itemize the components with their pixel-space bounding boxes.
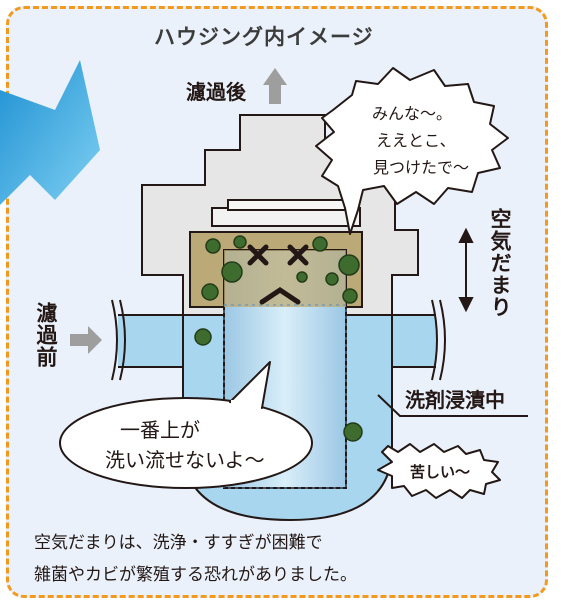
air-pocket-label: 空気だまり (488, 208, 512, 318)
after-filter-label: 濾過後 (186, 80, 246, 104)
detergent-leader-line (377, 394, 528, 417)
flow-arrows (70, 68, 287, 354)
speech-bubble-found (315, 67, 509, 235)
found-it-line-2: ええとこ、 (376, 131, 456, 150)
diagram-title: ハウジング内イメージ (154, 25, 374, 49)
before-filter-label: 濾過前 (34, 302, 58, 368)
painful-text: 苦しい～ (410, 463, 471, 481)
air-pocket-range-arrow (458, 227, 474, 313)
cannot-wash-line-1: 一番上が (120, 418, 200, 442)
found-it-line-1: みんな～。 (372, 104, 453, 123)
found-it-line-3: 見つけたで～ (373, 158, 470, 177)
detergent-soak-label: 洗剤浸漬中 (405, 388, 505, 412)
cannot-wash-line-2: 洗い流せないよ～ (105, 448, 265, 472)
caption-line-2: 雑菌やカビが繁殖する恐れがありました。 (34, 565, 357, 585)
right-arrow-icon (70, 326, 102, 354)
sad-face-icon (247, 244, 309, 305)
big-arrow-icon (0, 60, 100, 205)
speech-bubble-cannot-wash (59, 361, 313, 489)
pipe-walls (111, 299, 446, 381)
caption-line-1: 空気だまりは、洗浄・すすぎが困難で (34, 533, 323, 553)
speech-bubble-painful (377, 443, 501, 499)
up-arrow-icon (263, 68, 287, 104)
germ-icons (194, 235, 363, 442)
